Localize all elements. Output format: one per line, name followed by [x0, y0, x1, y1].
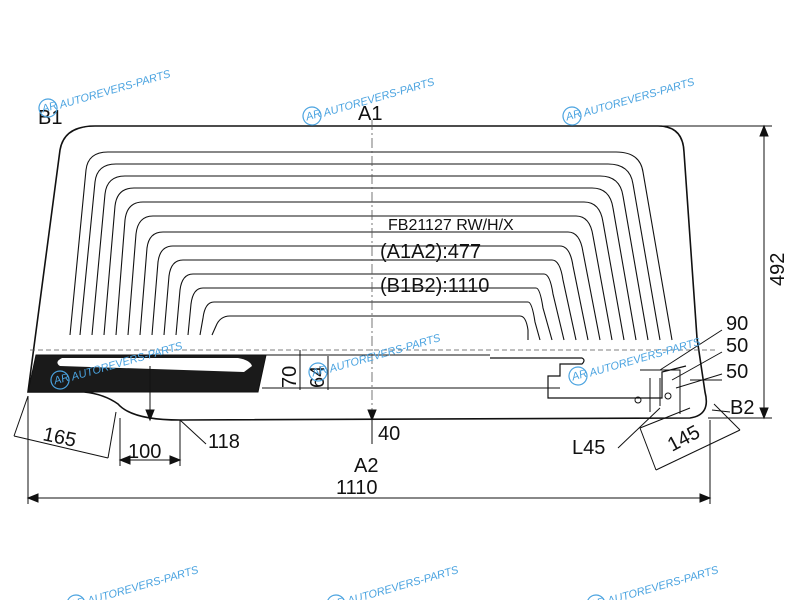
svg-text:AR: AR [328, 596, 347, 600]
label-a1: A1 [358, 103, 382, 125]
label-492: 492 [767, 253, 789, 286]
watermark-5: AR AUTOREVERS-PARTS [308, 332, 443, 382]
svg-text:AR: AR [52, 372, 71, 388]
label-64: 64 [307, 366, 329, 388]
l45-leader [617, 407, 661, 449]
watermark-9: AR AUTOREVERS-PARTS [586, 564, 721, 600]
svg-text:AR: AR [570, 368, 589, 384]
watermark-3: AR AUTOREVERS-PARTS [562, 76, 697, 126]
label-l45: L45 [572, 437, 605, 459]
glass-outline [27, 125, 708, 421]
label-118: 118 [208, 431, 240, 453]
watermark-1: AR AUTOREVERS-PARTS [38, 68, 173, 118]
svg-text:AUTOREVERS-PARTS: AUTOREVERS-PARTS [605, 564, 720, 600]
dim-145 [639, 403, 741, 471]
dim-165 [13, 395, 117, 459]
heater-lines [69, 151, 673, 341]
terminal-1 [634, 396, 642, 404]
svg-text:AUTOREVERS-PARTS: AUTOREVERS-PARTS [327, 332, 442, 376]
watermark-6: AR AUTOREVERS-PARTS [568, 336, 703, 386]
terminal-2 [664, 392, 672, 400]
svg-text:AUTOREVERS-PARTS: AUTOREVERS-PARTS [57, 68, 172, 112]
label-a2: A2 [354, 455, 378, 477]
svg-text:AR: AR [310, 364, 329, 380]
label-50b: 50 [726, 361, 748, 383]
label-100: 100 [128, 441, 161, 463]
svg-text:AR: AR [68, 596, 87, 600]
band-window [57, 358, 252, 372]
svg-text:AUTOREVERS-PARTS: AUTOREVERS-PARTS [581, 76, 696, 120]
connector-profile [640, 369, 681, 414]
watermark-7: AR AUTOREVERS-PARTS [66, 564, 201, 600]
svg-text:AR: AR [40, 100, 59, 116]
label-70: 70 [279, 366, 301, 388]
b2-leader [711, 409, 731, 413]
svg-text:AR: AR [304, 108, 323, 124]
label-145: 145 [664, 421, 704, 456]
dim-a1a2: (A1A2):477 [380, 241, 481, 263]
svg-text:AR: AR [564, 108, 583, 124]
dim-118 [145, 366, 207, 445]
label-50a: 50 [726, 335, 748, 357]
part-code: FB21127 RW/H/X [388, 217, 514, 234]
right-bracket [490, 357, 687, 399]
dim-100 [118, 418, 182, 466]
watermark-8: AR AUTOREVERS-PARTS [326, 564, 461, 600]
svg-text:AR: AR [588, 596, 607, 600]
label-90: 90 [726, 313, 748, 335]
label-1110: 1110 [336, 477, 378, 499]
label-b2: B2 [730, 397, 754, 419]
label-40: 40 [378, 423, 400, 445]
dim-90-50-50 [659, 329, 723, 389]
dim-1110 [26, 396, 712, 504]
svg-text:AUTOREVERS-PARTS: AUTOREVERS-PARTS [345, 564, 460, 600]
dim-b1b2: (B1B2):1110 [380, 275, 489, 297]
label-165: 165 [41, 423, 78, 451]
svg-text:AUTOREVERS-PARTS: AUTOREVERS-PARTS [85, 564, 200, 600]
dim-40 [367, 409, 377, 444]
dim-492 [662, 124, 772, 420]
dim-70-64 [299, 350, 329, 390]
